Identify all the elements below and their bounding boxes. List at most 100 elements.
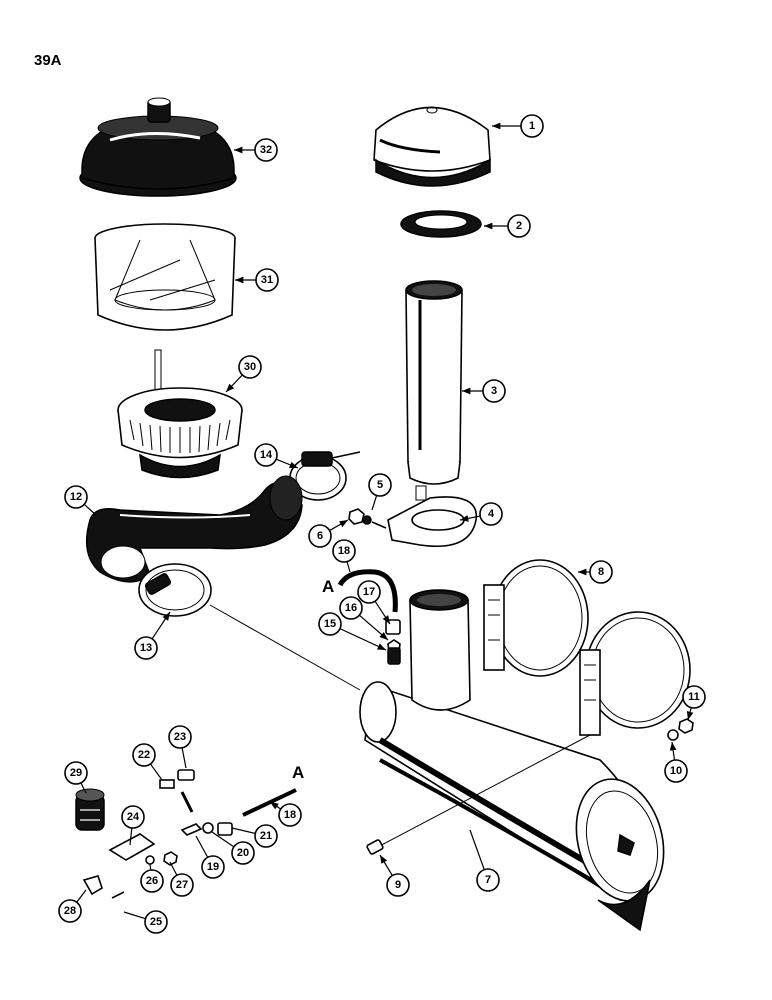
tube-nut-part: [217, 822, 233, 836]
callout-leader-line: [371, 495, 378, 511]
callout-26: 26: [140, 869, 164, 893]
callout-3: 3: [482, 379, 506, 403]
callout-4: 4: [479, 502, 503, 526]
callout-number: 31: [261, 274, 273, 286]
callout-leader-line: [379, 854, 393, 876]
callout-number: 26: [146, 875, 158, 887]
callout-bubble: [231, 841, 255, 865]
callout-leader-line: [195, 835, 209, 858]
callout-number: 12: [70, 491, 82, 503]
callout-8: 8: [589, 560, 613, 584]
rain-cap-part: [373, 106, 491, 187]
callout-number: 4: [488, 508, 495, 520]
callout-number: 29: [70, 767, 82, 779]
callout-16: 16: [339, 596, 363, 620]
callout-9: 9: [386, 873, 410, 897]
callout-number: 14: [260, 449, 273, 461]
connector-part: [387, 647, 401, 665]
callout-number: 11: [688, 691, 700, 703]
callout-number: 24: [127, 811, 140, 823]
callout-number: 18: [284, 809, 296, 821]
muffler-part: [359, 589, 665, 932]
mounting-band-front-part: [579, 611, 691, 736]
callout-19: 19: [201, 855, 225, 879]
bolt-part: [366, 839, 384, 855]
callout-leader-line: [211, 831, 235, 848]
callout-bubble: [254, 443, 278, 467]
callout-bubble: [664, 759, 688, 783]
callout-leader-line: [149, 763, 163, 781]
callout-10: 10: [664, 759, 688, 783]
lock-nut-part: [678, 718, 694, 734]
callout-number: 23: [174, 731, 186, 743]
elbow-hose-part: [85, 475, 303, 583]
callout-bubble: [339, 596, 363, 620]
callout-leader-line: [469, 829, 485, 870]
callout-leader-line: [80, 782, 87, 794]
callout-number: 20: [237, 847, 249, 859]
callout-bubble: [479, 502, 503, 526]
callout-leader-line: [339, 628, 387, 651]
callout-leader-line: [374, 600, 391, 625]
callout-2: 2: [507, 214, 531, 238]
callout-bubble: [357, 580, 381, 604]
precleaner-cap-part: [79, 97, 237, 197]
callout-bubble: [386, 873, 410, 897]
callout-leader-line: [83, 503, 97, 516]
callout-number: 8: [598, 566, 604, 578]
callout-bubble: [238, 355, 262, 379]
figure-code: 39A: [34, 52, 62, 69]
callout-21: 21: [254, 824, 278, 848]
callout-leader-line: [669, 741, 677, 761]
callout-leader-line: [329, 519, 349, 532]
indicator-elbow-part: [82, 875, 103, 896]
callout-bubble: [507, 214, 531, 238]
callout-leader-line: [129, 827, 133, 846]
callout-bubble: [520, 114, 544, 138]
mounting-band-rear-part: [483, 559, 589, 677]
callout-18: 18: [332, 539, 356, 563]
hose-clamp-lower-part: [138, 563, 361, 691]
connection-label-a-lower: A: [292, 763, 304, 782]
callout-leader-line: [459, 515, 481, 522]
callout-13: 13: [134, 636, 158, 660]
callout-bubble: [201, 855, 225, 879]
callout-12: 12: [64, 485, 88, 509]
callout-18: 18: [278, 803, 302, 827]
callout-number: 16: [345, 602, 357, 614]
callout-leader-line: [231, 827, 256, 835]
callout-number: 17: [363, 586, 375, 598]
callout-leader-line: [225, 374, 243, 393]
callout-23: 23: [168, 725, 192, 749]
mounting-plate-part: [108, 833, 156, 861]
tee-fitting-part: [180, 823, 203, 836]
callout-bubble: [278, 803, 302, 827]
precleaner-bowl-part: [94, 223, 236, 331]
callout-bubble: [254, 138, 278, 162]
callout-bubble: [64, 485, 88, 509]
callout-leader-line: [76, 889, 87, 903]
callout-number: 10: [670, 765, 682, 777]
callout-leader-line: [358, 614, 389, 641]
callout-27: 27: [170, 873, 194, 897]
indicator-tube-part: [242, 788, 297, 817]
callout-22: 22: [132, 743, 156, 767]
plate-screw-part: [111, 891, 125, 899]
callout-number: 18: [338, 545, 350, 557]
seal-ring-part: [400, 210, 482, 238]
callout-bubble: [589, 560, 613, 584]
callout-29: 29: [64, 761, 88, 785]
callout-bubble: [482, 379, 506, 403]
stack-clamp-part: [387, 485, 478, 547]
callout-number: 30: [244, 361, 256, 373]
callout-28: 28: [58, 899, 82, 923]
callout-24: 24: [121, 805, 145, 829]
plate-nut-part: [163, 851, 178, 866]
callout-15: 15: [318, 612, 342, 636]
tube-sleeve-part: [202, 822, 214, 834]
callout-number: 1: [529, 120, 535, 132]
callout-bubble: [140, 869, 164, 893]
callout-bubble: [64, 761, 88, 785]
callout-number: 19: [207, 861, 219, 873]
